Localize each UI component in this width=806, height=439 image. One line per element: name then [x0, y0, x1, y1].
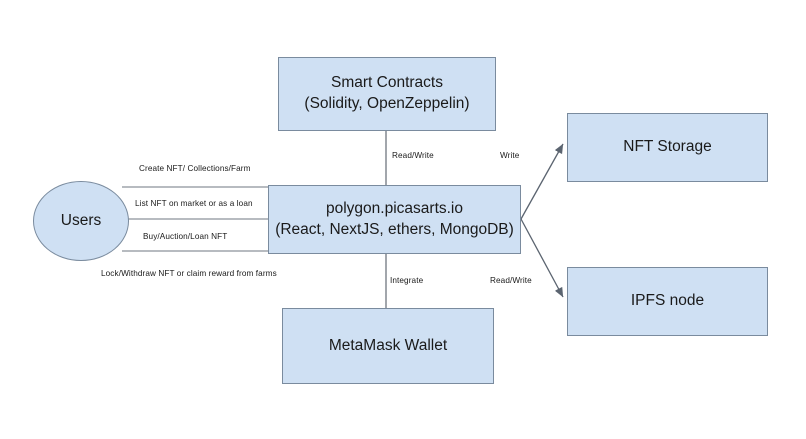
edge-label-users-list: List NFT on market or as a loan [135, 199, 253, 208]
node-metamask-label: MetaMask Wallet [328, 336, 448, 354]
node-metamask[interactable]: MetaMask Wallet [282, 308, 494, 384]
edge-label-users-lock: Lock/Withdraw NFT or claim reward from f… [101, 269, 277, 278]
node-users-label: Users [60, 211, 102, 229]
node-app-label: polygon.picasarts.io [326, 199, 463, 217]
edge-label-users-create: Create NFT/ Collections/Farm [139, 164, 251, 173]
edge-label-app-ipfs: Read/Write [490, 276, 532, 285]
node-ipfs-node[interactable]: IPFS node [567, 267, 768, 336]
node-nft-storage[interactable]: NFT Storage [567, 113, 768, 182]
connector-app-ipfs [520, 218, 564, 298]
node-smart-contracts-sublabel: (Solidity, OpenZeppelin) [304, 95, 470, 112]
node-ipfs-node-label: IPFS node [630, 292, 705, 310]
node-app-sublabel: (React, NextJS, ethers, MongoDB) [275, 220, 514, 238]
node-app[interactable]: polygon.picasarts.io (React, NextJS, eth… [268, 185, 521, 254]
edge-label-app-nft-storage: Write [500, 151, 520, 160]
edge-label-app-metamask: Integrate [390, 276, 424, 285]
edge-label-app-contracts: Read/Write [392, 151, 434, 160]
node-smart-contracts-label: Smart Contracts [331, 74, 443, 92]
node-nft-storage-label: NFT Storage [623, 138, 712, 156]
edge-label-users-buy: Buy/Auction/Loan NFT [143, 232, 228, 241]
connector-app-nft-storage [520, 143, 564, 220]
node-users[interactable]: Users [33, 181, 129, 261]
node-smart-contracts[interactable]: Smart Contracts (Solidity, OpenZeppelin) [278, 57, 496, 131]
